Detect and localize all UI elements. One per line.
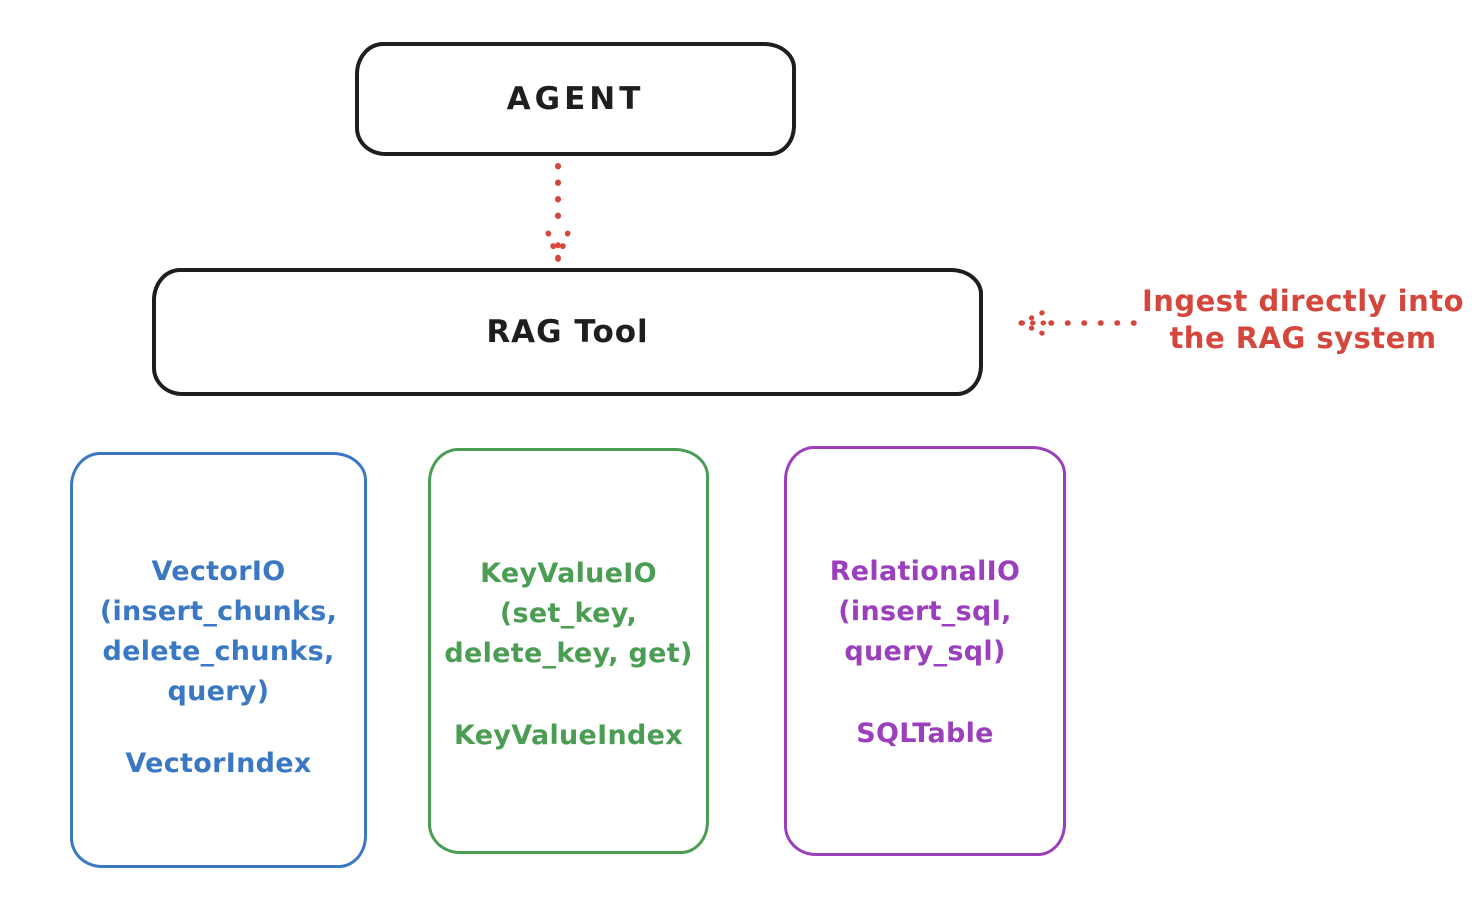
keyvalue-io-line: KeyValueIO xyxy=(480,558,657,589)
ingest-annotation-line2: the RAG system xyxy=(1169,321,1437,355)
rag-tool-node: RAG Tool xyxy=(152,268,983,396)
sql-table-label: SQLTable xyxy=(856,718,994,749)
dotted-arrow-down-icon xyxy=(538,162,578,268)
vector-io-line: VectorIO xyxy=(151,556,286,587)
vector-io-line: query) xyxy=(167,676,270,707)
keyvalue-io-line: (set_key, xyxy=(499,598,638,629)
agent-node-label: AGENT xyxy=(506,81,645,117)
vector-io-line: delete_chunks, xyxy=(102,636,335,667)
dotted-arrow-left-icon xyxy=(1014,298,1140,352)
relational-io-line: query_sql) xyxy=(844,636,1006,667)
relational-io-line: RelationalIO xyxy=(829,556,1021,587)
backend-relational-node: RelationalIO (insert_sql, query_sql) SQL… xyxy=(784,446,1066,856)
vector-index-label: VectorIndex xyxy=(125,748,312,779)
vector-io-line: (insert_chunks, xyxy=(99,596,338,627)
ingest-annotation: Ingest directly into the RAG system xyxy=(1136,283,1470,357)
backend-vector-node: VectorIO (insert_chunks, delete_chunks, … xyxy=(70,452,367,868)
relational-io-line: (insert_sql, xyxy=(838,596,1012,627)
ingest-annotation-line1: Ingest directly into xyxy=(1141,284,1465,318)
rag-tool-node-label: RAG Tool xyxy=(486,314,649,350)
keyvalue-index-label: KeyValueIndex xyxy=(453,720,683,751)
keyvalue-io-line: delete_key, get) xyxy=(444,638,693,669)
backend-keyvalue-node: KeyValueIO (set_key, delete_key, get) Ke… xyxy=(428,448,709,854)
agent-node: AGENT xyxy=(355,42,796,156)
